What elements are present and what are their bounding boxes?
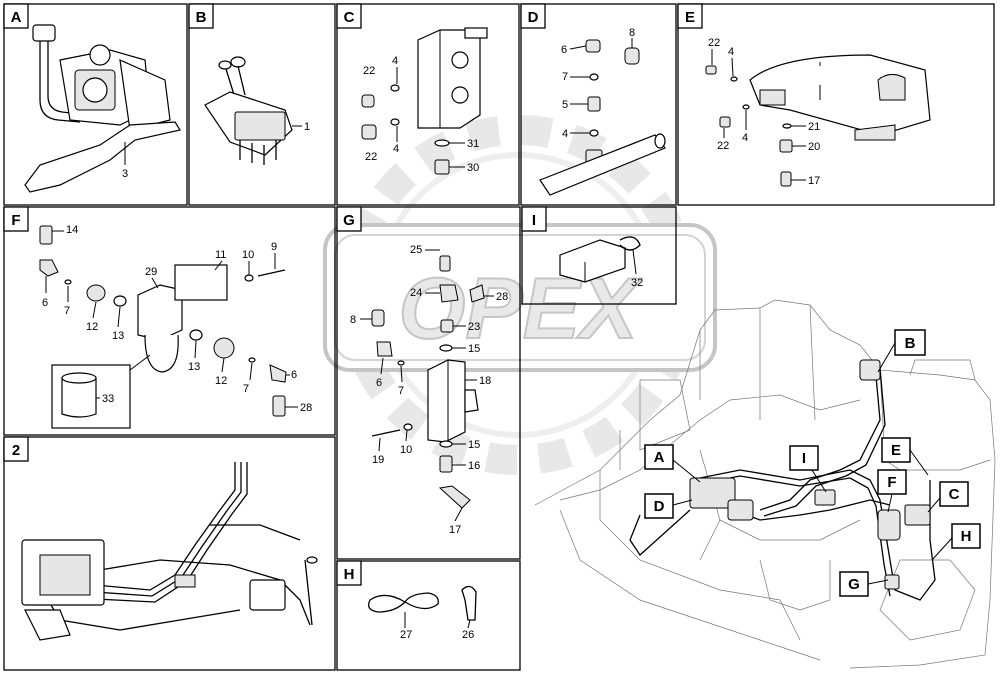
svg-text:A: A: [11, 9, 22, 26]
svg-text:10: 10: [242, 249, 254, 261]
svg-text:8: 8: [350, 314, 356, 326]
svg-text:23: 23: [468, 321, 480, 333]
svg-text:9: 9: [271, 241, 277, 253]
svg-text:26: 26: [462, 629, 474, 641]
svg-text:6: 6: [42, 297, 48, 309]
panel-d: D 6 8 7 5 4: [520, 3, 677, 206]
panel-c: C 22 4 22 4 31 30: [336, 3, 520, 206]
svg-text:1: 1: [304, 121, 310, 133]
svg-text:19: 19: [372, 454, 384, 466]
svg-text:6: 6: [291, 369, 297, 381]
panel-i: I 32: [521, 206, 677, 305]
svg-text:I: I: [532, 212, 536, 229]
svg-text:6: 6: [376, 377, 382, 389]
svg-text:6: 6: [561, 44, 567, 56]
svg-text:D: D: [654, 498, 665, 515]
svg-text:12: 12: [215, 375, 227, 387]
svg-text:17: 17: [449, 524, 461, 536]
svg-text:30: 30: [467, 162, 479, 174]
svg-text:4: 4: [393, 143, 399, 155]
svg-text:22: 22: [363, 65, 375, 77]
svg-text:18: 18: [479, 375, 491, 387]
svg-text:2: 2: [12, 442, 20, 459]
svg-text:13: 13: [112, 330, 124, 342]
callout-b: B: [877, 329, 926, 373]
svg-text:28: 28: [496, 291, 508, 303]
svg-text:28: 28: [300, 402, 312, 414]
svg-text:C: C: [949, 486, 960, 503]
svg-text:7: 7: [243, 383, 249, 395]
svg-text:8: 8: [629, 27, 635, 39]
callout-c: C: [927, 481, 969, 513]
svg-text:14: 14: [66, 224, 78, 236]
svg-text:29: 29: [145, 266, 157, 278]
svg-text:7: 7: [64, 305, 70, 317]
panel-f: F 14 6 7 12 13 29 11 10 9: [3, 206, 336, 436]
svg-text:4: 4: [728, 46, 734, 58]
svg-text:31: 31: [467, 138, 479, 150]
svg-text:5: 5: [562, 99, 568, 111]
svg-text:H: H: [344, 566, 355, 583]
svg-text:4: 4: [742, 132, 748, 144]
svg-text:E: E: [891, 442, 901, 459]
svg-text:25: 25: [410, 244, 422, 256]
svg-text:4: 4: [562, 128, 568, 140]
svg-text:20: 20: [808, 141, 820, 153]
svg-text:24: 24: [410, 287, 422, 299]
panel-a: A 3: [3, 3, 188, 206]
svg-text:D: D: [528, 9, 539, 26]
svg-text:22: 22: [708, 37, 720, 49]
svg-text:22: 22: [717, 140, 729, 152]
panel-h: H 27 26: [336, 560, 521, 671]
svg-text:F: F: [11, 212, 20, 229]
callout-a: A: [644, 444, 701, 483]
svg-text:B: B: [196, 9, 207, 26]
svg-text:A: A: [654, 449, 665, 466]
svg-text:7: 7: [398, 385, 404, 397]
svg-text:7: 7: [562, 71, 568, 83]
svg-text:H: H: [961, 528, 972, 545]
panel-2: 2: [3, 436, 336, 671]
svg-text:B: B: [905, 335, 916, 352]
svg-text:G: G: [343, 212, 355, 229]
callout-i: I: [789, 445, 827, 493]
svg-text:15: 15: [468, 439, 480, 451]
svg-text:13: 13: [188, 361, 200, 373]
callout-e: E: [881, 437, 929, 476]
panel-g: G 25 24 28 8 23 15 6 7 18 19: [336, 206, 521, 560]
svg-text:G: G: [848, 576, 860, 593]
svg-text:E: E: [685, 9, 695, 26]
panel-e: E 22 4 22 4 21 20 17: [677, 3, 995, 206]
svg-text:11: 11: [215, 249, 226, 261]
svg-text:15: 15: [468, 343, 480, 355]
panel-b: B 1: [188, 3, 336, 206]
svg-text:C: C: [344, 9, 355, 26]
svg-text:4: 4: [392, 55, 398, 67]
callout-d: D: [644, 493, 693, 519]
svg-text:16: 16: [468, 460, 480, 472]
svg-text:12: 12: [86, 321, 98, 333]
svg-text:21: 21: [808, 121, 820, 133]
svg-text:10: 10: [400, 444, 412, 456]
callout-g: G: [839, 571, 889, 597]
svg-text:32: 32: [631, 277, 643, 289]
callout-f: F: [877, 469, 907, 513]
svg-text:I: I: [802, 450, 806, 467]
callout-h: H: [931, 523, 981, 561]
svg-text:17: 17: [808, 175, 820, 187]
svg-text:22: 22: [365, 151, 377, 163]
svg-text:27: 27: [400, 629, 412, 641]
machine-overview: B A D I E F C: [534, 299, 996, 669]
svg-text:F: F: [887, 474, 896, 491]
svg-text:33: 33: [102, 393, 114, 405]
svg-text:3: 3: [122, 168, 128, 180]
